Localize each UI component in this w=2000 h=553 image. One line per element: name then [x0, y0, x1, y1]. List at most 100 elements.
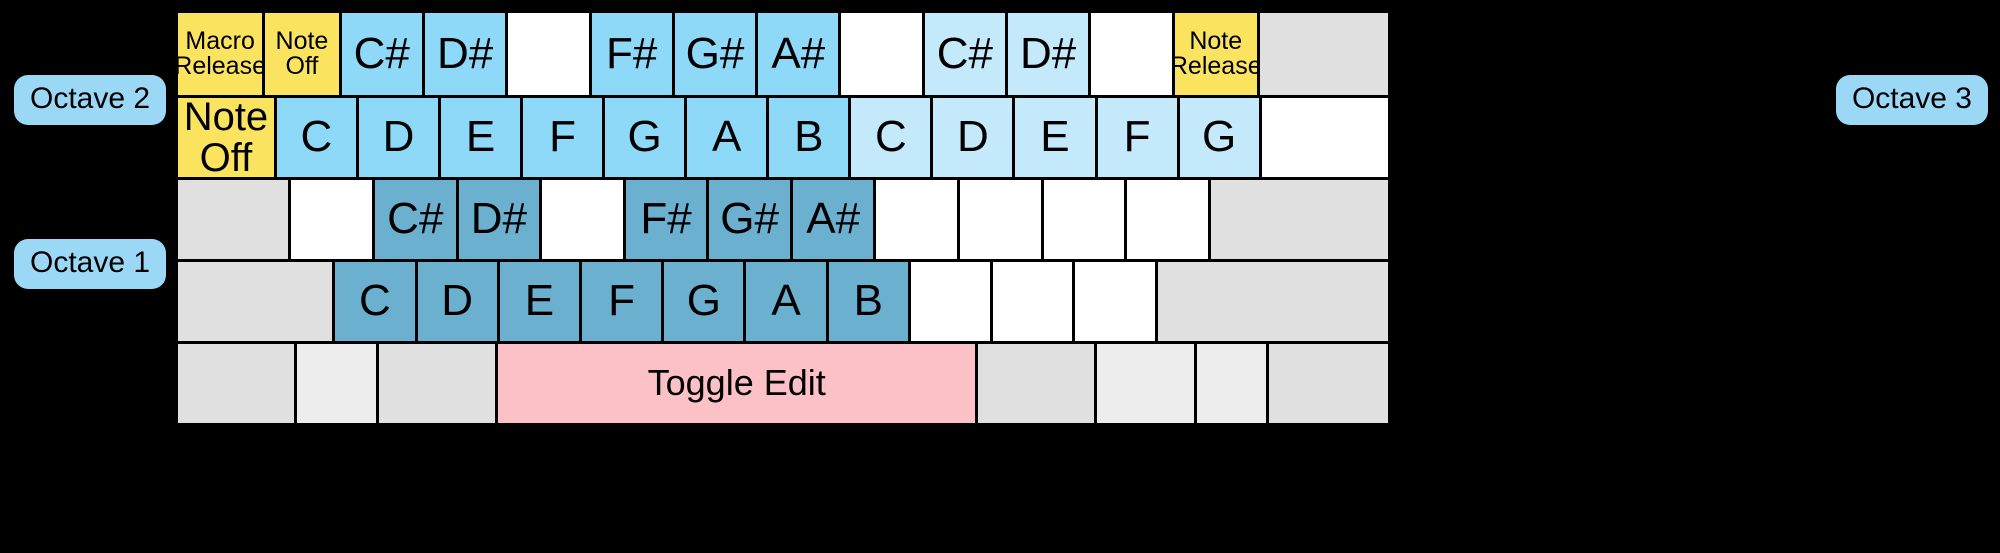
key-blank [876, 180, 961, 259]
key-d-sharp[interactable]: D# [458, 180, 543, 259]
key-g[interactable]: G [605, 98, 688, 177]
key-e[interactable]: E [499, 262, 582, 341]
key-blank [1097, 344, 1197, 423]
key-blank [178, 180, 292, 259]
key-d[interactable]: D [933, 98, 1016, 177]
key-a[interactable]: A [746, 262, 829, 341]
key-label: C [874, 112, 907, 162]
key-label: C [359, 276, 391, 326]
key-a-sharp[interactable]: A# [792, 180, 877, 259]
key-f[interactable]: F [581, 262, 665, 341]
key-blank [1268, 344, 1388, 423]
octave-1-label: Octave 1 [14, 239, 167, 289]
key-label: Toggle Edit [647, 362, 826, 404]
key-label: C# [387, 194, 444, 244]
key-blank [379, 344, 499, 423]
key-label: E [465, 112, 496, 162]
key-c[interactable]: C [851, 98, 934, 177]
key-label: F [1123, 112, 1151, 162]
key-blank [1261, 98, 1388, 177]
key-label: F [608, 276, 636, 326]
key-c-sharp[interactable]: C# [341, 13, 425, 95]
key-label: C# [936, 28, 993, 78]
key-label: C# [353, 28, 410, 78]
key-blank [508, 13, 592, 95]
key-blank [1075, 262, 1158, 341]
key-label: B [853, 276, 883, 326]
key-label: A [771, 276, 801, 326]
key-c-sharp[interactable]: C# [375, 180, 459, 259]
key-label: F# [640, 194, 692, 244]
key-f[interactable]: F [523, 98, 606, 177]
key-d[interactable]: D [358, 98, 442, 177]
key-label: E [1040, 112, 1070, 162]
key-e[interactable]: E [1015, 98, 1098, 177]
key-label: A [712, 112, 742, 162]
key-label: A# [771, 28, 826, 78]
key-d-sharp[interactable]: D# [1008, 13, 1092, 95]
key-label: E [524, 276, 555, 326]
key-g[interactable]: G [1179, 98, 1262, 177]
key-g[interactable]: G [664, 262, 747, 341]
key-d[interactable]: D [417, 262, 500, 341]
key-f[interactable]: F [1097, 98, 1180, 177]
key-blank [910, 262, 994, 341]
key-label: D# [470, 194, 527, 244]
key-blank [1259, 13, 1388, 95]
key-blank [297, 344, 379, 423]
key-e[interactable]: E [441, 98, 524, 177]
key-f-sharp[interactable]: F# [591, 13, 675, 95]
octave-3-label: Octave 3 [1835, 75, 1988, 125]
key-toggle-edit[interactable]: Toggle Edit [498, 344, 979, 423]
key-a[interactable]: A [687, 98, 770, 177]
key-blank [993, 262, 1076, 341]
row-space: Toggle Edit [178, 341, 1388, 423]
key-f-sharp[interactable]: F# [625, 180, 710, 259]
key-g-sharp[interactable]: G# [674, 13, 759, 95]
octave-2-label: Octave 2 [14, 75, 167, 125]
key-blank [960, 180, 1044, 259]
key-label: G# [685, 28, 745, 78]
key-g-sharp[interactable]: G# [709, 180, 793, 259]
key-c[interactable]: C [276, 98, 359, 177]
key-label: D [957, 112, 989, 162]
key-blank [542, 180, 626, 259]
key-b[interactable]: B [828, 262, 911, 341]
key-label: C [300, 112, 333, 162]
key-label: G [1201, 112, 1237, 162]
key-blank [841, 13, 925, 95]
key-blank [1043, 180, 1128, 259]
key-blank [1210, 180, 1388, 259]
key-label: D [441, 276, 474, 326]
key-blank [178, 344, 298, 423]
key-c-sharp[interactable]: C# [924, 13, 1008, 95]
key-label: D [382, 112, 415, 162]
key-a-sharp[interactable]: A# [758, 13, 842, 95]
key-blank [291, 180, 376, 259]
key-c[interactable]: C [335, 262, 418, 341]
key-label: G [627, 112, 662, 162]
key-blank [1196, 344, 1269, 423]
key-label: F# [605, 28, 658, 78]
key-d-sharp[interactable]: D# [424, 13, 509, 95]
key-label: D# [436, 28, 494, 78]
key-label: G# [720, 194, 779, 244]
key-blank [1127, 180, 1211, 259]
key-label: F [549, 112, 577, 162]
key-label: A# [806, 194, 861, 244]
row-home: C# D# F# G# A# [178, 177, 1388, 259]
key-b[interactable]: B [769, 98, 852, 177]
